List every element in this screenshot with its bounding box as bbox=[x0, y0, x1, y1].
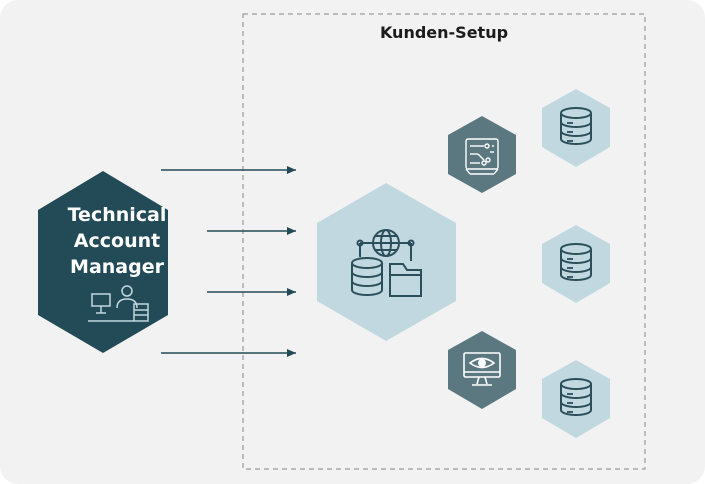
person-at-desk-icon bbox=[88, 285, 149, 322]
globe-database-folder-icon bbox=[351, 229, 422, 297]
setup-box-title: Kunden-Setup bbox=[380, 23, 508, 42]
setup-box bbox=[242, 13, 646, 470]
tam-label-line-3: Manager bbox=[70, 256, 165, 278]
chip-node bbox=[448, 116, 516, 193]
circuit-chip-icon bbox=[465, 138, 499, 175]
monitor-eye-icon bbox=[463, 352, 501, 386]
tam-label-line-2: Account bbox=[74, 230, 160, 252]
database-node-3 bbox=[542, 360, 610, 438]
database-node-1 bbox=[542, 89, 610, 167]
hub-node bbox=[317, 183, 456, 341]
monitor-node bbox=[448, 331, 516, 409]
tam-label-line-1: Technical bbox=[68, 204, 167, 226]
technical-account-manager-node: Technical Account Manager bbox=[38, 171, 168, 353]
database-node-2 bbox=[542, 225, 610, 303]
